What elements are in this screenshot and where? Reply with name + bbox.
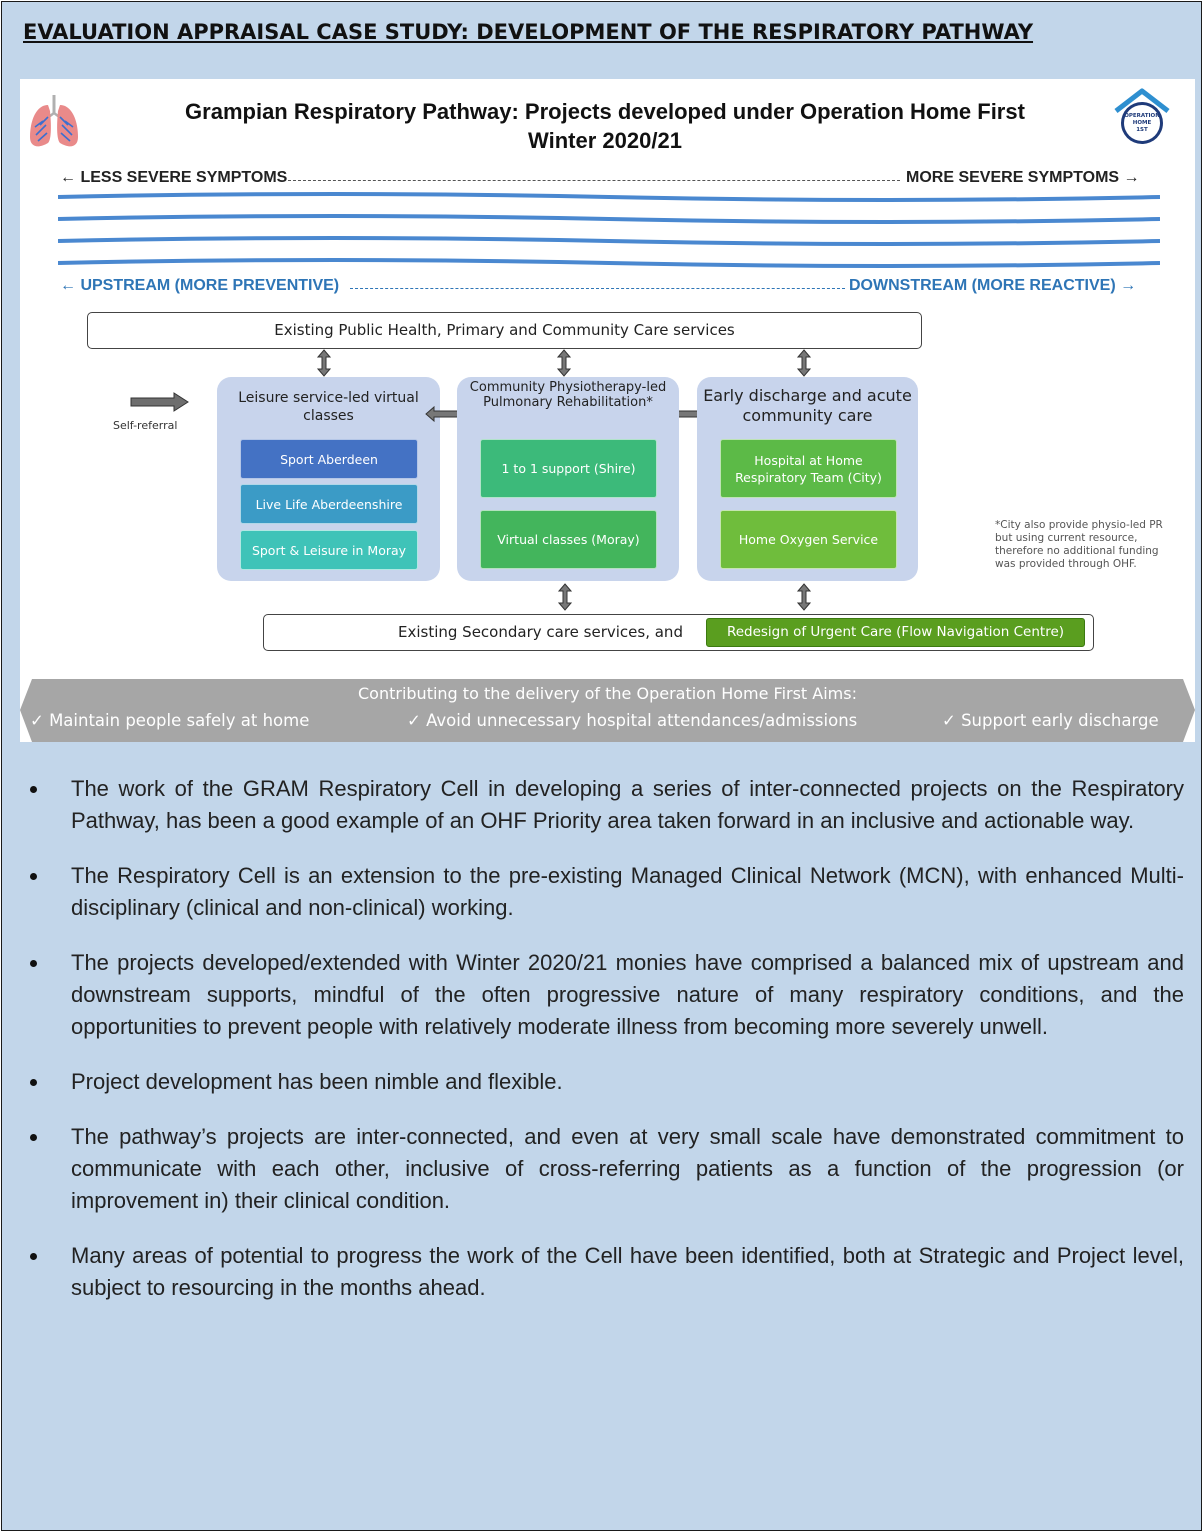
- secondary-care-text: Existing Secondary care services, and: [398, 623, 683, 641]
- self-referral-label: Self-referral: [113, 419, 178, 432]
- list-item: The projects developed/extended with Win…: [2, 947, 1201, 1043]
- operation-home-first-logo: OPERATION HOME 1ST: [1114, 88, 1170, 144]
- lungs-icon: [30, 95, 78, 147]
- service-1-to-1-support: 1 to 1 support (Shire): [480, 439, 657, 498]
- secondary-care-box: Existing Secondary care services, and Re…: [263, 614, 1094, 651]
- figure-title: Grampian Respiratory Pathway: Projects d…: [130, 97, 1080, 155]
- list-item: Many areas of potential to progress the …: [2, 1240, 1201, 1304]
- respiratory-pathway-figure: Grampian Respiratory Pathway: Projects d…: [20, 79, 1195, 742]
- top-double-arrow-1: [316, 349, 332, 377]
- aim-avoid-admissions: ✓ Avoid unnecessary hospital attendances…: [407, 711, 858, 730]
- service-sport-leisure-moray: Sport & Leisure in Moray: [240, 530, 418, 570]
- early-discharge-column: Early discharge and acute community care…: [697, 377, 918, 581]
- aims-band-shape: [20, 679, 1195, 742]
- top-double-arrow-2: [556, 349, 572, 377]
- list-item: Project development has been nimble and …: [2, 1066, 1201, 1098]
- stream-dash-line: [350, 288, 845, 289]
- less-severe-label: ← LESS SEVERE SYMPTOMS: [60, 169, 288, 186]
- logo-text-1: OPERATION: [1124, 113, 1160, 119]
- bottom-double-arrow-1: [557, 583, 573, 611]
- list-item: The work of the GRAM Respiratory Cell in…: [2, 773, 1201, 837]
- key-findings-list: The work of the GRAM Respiratory Cell in…: [2, 750, 1201, 1304]
- pulmonary-rehab-column: Community Physiotherapy-led Pulmonary Re…: [457, 377, 679, 581]
- urgent-care-redesign: Redesign of Urgent Care (Flow Navigation…: [706, 618, 1085, 647]
- severity-waves: [58, 192, 1160, 268]
- leisure-column-title: Leisure service-led virtual classes: [238, 390, 419, 424]
- logo-text-2: HOME: [1133, 120, 1152, 126]
- upstream-label: ← UPSTREAM (MORE PREVENTIVE): [60, 277, 340, 294]
- self-referral-arrow: [130, 392, 189, 412]
- early-discharge-column-title: Early discharge and acute community care: [703, 386, 912, 425]
- bottom-double-arrow-2: [796, 583, 812, 611]
- severity-dash-line: [288, 180, 900, 181]
- funding-footnote: *City also provide physio-led PR but usi…: [995, 519, 1163, 570]
- primary-care-box: Existing Public Health, Primary and Comm…: [87, 312, 922, 349]
- figure-title-line-1: Grampian Respiratory Pathway: Projects d…: [185, 99, 1025, 124]
- service-live-life-aberdeenshire: Live Life Aberdeenshire: [240, 484, 418, 524]
- more-severe-label: MORE SEVERE SYMPTOMS →: [906, 169, 1140, 186]
- service-sport-aberdeen: Sport Aberdeen: [240, 439, 418, 479]
- list-item: The pathway’s projects are inter-connect…: [2, 1121, 1201, 1217]
- aim-early-discharge: ✓ Support early discharge: [942, 711, 1159, 730]
- aims-heading: Contributing to the delivery of the Oper…: [358, 684, 857, 703]
- leisure-column: Leisure service-led virtual classes Spor…: [217, 377, 440, 581]
- pulmonary-rehab-column-title: Community Physiotherapy-led Pulmonary Re…: [469, 380, 667, 410]
- service-hospital-at-home: Hospital at Home Respiratory Team (City): [720, 439, 897, 498]
- list-item: The Respiratory Cell is an extension to …: [2, 860, 1201, 924]
- service-home-oxygen: Home Oxygen Service: [720, 510, 897, 569]
- downstream-label: DOWNSTREAM (MORE REACTIVE) →: [849, 277, 1137, 294]
- aim-maintain-home: ✓ Maintain people safely at home: [30, 711, 310, 730]
- service-virtual-classes-moray: Virtual classes (Moray): [480, 510, 657, 569]
- document-title: EVALUATION APPRAISAL CASE STUDY: DEVELOP…: [23, 20, 1034, 44]
- figure-title-line-2: Winter 2020/21: [528, 128, 682, 153]
- logo-text-3: 1ST: [1136, 127, 1148, 133]
- top-double-arrow-3: [796, 349, 812, 377]
